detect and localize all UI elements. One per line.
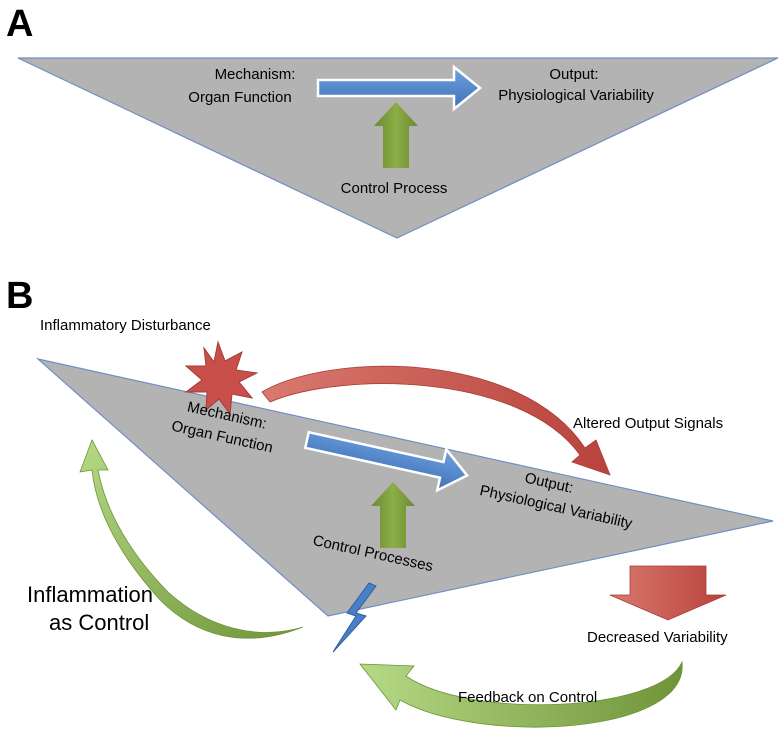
inflammatory-disturbance-star-icon xyxy=(184,340,259,416)
feedback-on-control-label: Feedback on Control xyxy=(458,689,597,706)
inflammation-label-line1: Inflammation xyxy=(27,582,153,607)
panel-a-control-arrow xyxy=(374,102,418,168)
panel-b-letter: B xyxy=(6,275,33,317)
inflammation-label-line2: as Control xyxy=(49,610,149,635)
panel-a-mechanism-arrow xyxy=(316,64,482,112)
panel-a-mechanism-label: Mechanism: xyxy=(215,66,296,83)
feedback-on-control-curved-arrow-icon xyxy=(359,660,683,728)
panel-a-letter: A xyxy=(6,3,33,45)
panel-a-output-label: Output: xyxy=(549,66,598,83)
panel-a-physiological-variability-label: Physiological Variability xyxy=(498,87,654,104)
inflammation-as-control-curved-arrow-icon xyxy=(79,439,304,639)
decreased-variability-label: Decreased Variability xyxy=(587,629,728,646)
altered-output-signals-label: Altered Output Signals xyxy=(573,415,723,432)
altered-output-curved-arrow-icon xyxy=(261,365,611,476)
decreased-variability-arrow-icon xyxy=(609,565,727,621)
panel-b-mechanism-arrow xyxy=(303,430,470,493)
inflammatory-disturbance-label: Inflammatory Disturbance xyxy=(40,317,211,334)
panel-b-triangle xyxy=(35,357,774,617)
panel-b-control-arrow xyxy=(371,482,415,548)
lightning-bolt-icon xyxy=(332,582,377,653)
panel-a-control-process-label: Control Process xyxy=(341,180,448,197)
panel-a-organ-function-label: Organ Function xyxy=(188,89,291,106)
